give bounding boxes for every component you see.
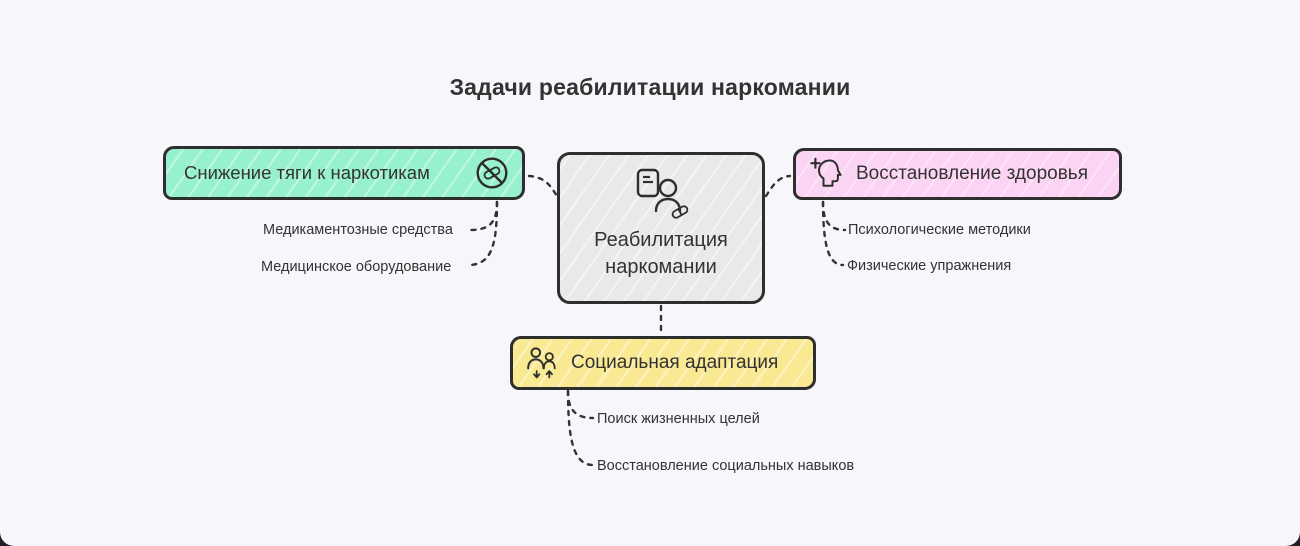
connector-left-child-2: [466, 200, 499, 267]
diagram-title: Задачи реабилитации наркомании: [449, 74, 851, 100]
node-social-adaptation: Социальная адаптация: [510, 336, 816, 390]
child-item: Медикаментозные средства: [263, 222, 453, 238]
connector-center-left: [527, 174, 559, 198]
node-label: Реабилитация наркомании: [594, 229, 728, 278]
connector-center-right: [764, 174, 792, 198]
child-item: Психологические методики: [848, 222, 1031, 238]
no-drugs-icon: [476, 157, 508, 189]
connector-bottom-child-1: [566, 389, 595, 420]
person-prescription-icon: [636, 168, 689, 219]
node-rehabilitation-center: Реабилитация наркомании: [557, 152, 765, 304]
node-label: Снижение тяги к наркотикам: [184, 162, 430, 183]
child-item: Медицинское оборудование: [261, 259, 452, 275]
child-item: Поиск жизненных целей: [597, 411, 760, 427]
connector-right-child-2: [821, 200, 845, 267]
mental-health-icon: [810, 157, 842, 187]
social-group-icon: [527, 347, 556, 379]
connector-left-child-1: [468, 200, 499, 232]
child-item: Восстановление социальных навыков: [597, 458, 855, 474]
node-label: Социальная адаптация: [571, 352, 779, 373]
connector-right-child-1: [821, 200, 847, 232]
node-label: Восстановление здоровья: [856, 163, 1088, 184]
node-reduce-cravings: Снижение тяги к наркотикам: [163, 146, 525, 200]
connector-bottom-child-2: [566, 389, 595, 467]
node-health-recovery: Восстановление здоровья: [793, 148, 1122, 200]
child-item: Физические упражнения: [847, 258, 1012, 274]
